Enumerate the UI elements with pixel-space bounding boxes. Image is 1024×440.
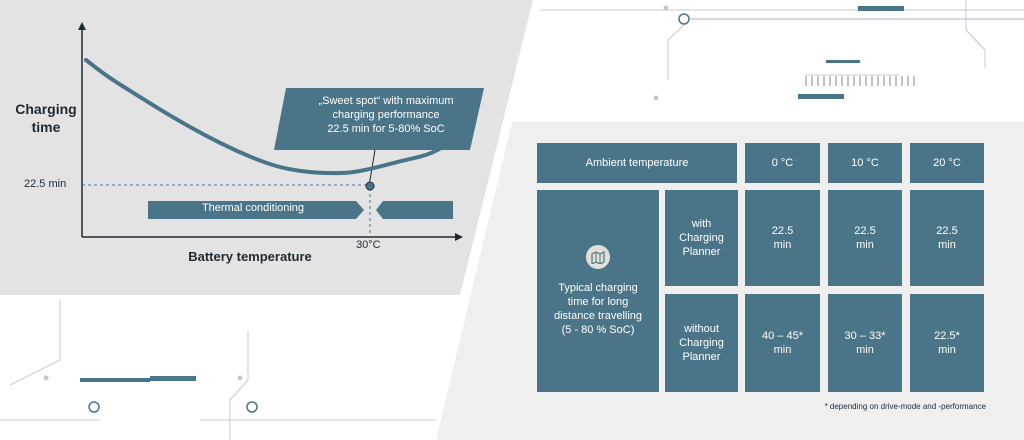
hatch-marks — [805, 76, 915, 86]
x-tick-label: 30°C — [356, 239, 381, 251]
thermal-conditioning-label: Thermal conditioning — [201, 202, 305, 214]
chart-panel — [0, 0, 533, 295]
header-temp-label: 20 °C — [933, 157, 961, 169]
table-cell: 22.5* min — [910, 294, 984, 392]
table-cell: 40 – 45* min — [745, 294, 820, 392]
table-cell: 22.5 min — [828, 190, 902, 286]
header-ambient-temperature: Ambient temperature — [537, 143, 737, 183]
header-temp-0: 0 °C — [745, 143, 820, 183]
cell-value: 40 – 45* min — [762, 330, 803, 356]
thermal-bar-left — [148, 201, 364, 219]
table-cell: 22.5 min — [910, 190, 984, 286]
header-temp-10: 10 °C — [828, 143, 902, 183]
row-label-typical-charging-time: Typical charging time for long distance … — [537, 190, 659, 392]
header-temp-label: 10 °C — [851, 157, 879, 169]
header-ambient-label: Ambient temperature — [585, 157, 689, 169]
footnote: * depending on drive-mode and -performan… — [824, 402, 986, 411]
sub-row-without-planner: without Charging Planner — [665, 294, 738, 392]
sub-row-with-planner: with Charging Planner — [665, 190, 738, 286]
thermal-bar-right — [376, 201, 453, 219]
cell-value: 30 – 33* min — [844, 330, 886, 356]
callout-line-3: 22.5 min for 5-80% SoC — [327, 123, 445, 135]
sweet-spot-marker — [365, 181, 375, 191]
header-temp-20: 20 °C — [910, 143, 984, 183]
cell-value: 22.5 min — [936, 225, 958, 251]
callout-line-2: charging performance — [332, 109, 440, 121]
charging-time-chart — [78, 22, 484, 241]
x-axis-label: Battery temperature — [188, 249, 312, 264]
cell-value: 22.5* min — [934, 330, 960, 356]
x-axis-arrow — [455, 233, 463, 241]
callout-box — [274, 88, 484, 150]
cell-value: 22.5 min — [771, 225, 794, 251]
charging-time-curve — [84, 58, 445, 176]
header-temp-label: 0 °C — [771, 157, 794, 169]
y-axis-arrow — [78, 22, 86, 30]
table-cell: 30 – 33* min — [828, 294, 902, 392]
y-axis-label: Charging time — [15, 101, 77, 135]
cell-value: 22.5 min — [854, 225, 876, 251]
map-planner-icon — [586, 245, 610, 269]
row-label-text: Typical charging time for long distance … — [553, 282, 643, 336]
sub-row-label: with Charging Planner — [679, 218, 724, 258]
y-tick-label: 22.5 min — [24, 178, 67, 190]
sweet-spot-callout: „Sweet spot“ with maximum charging perfo… — [290, 94, 482, 136]
callout-line-1: „Sweet spot“ with maximum — [318, 95, 454, 107]
table-cell: 22.5 min — [745, 190, 820, 286]
sub-row-label: without Charging Planner — [679, 323, 724, 363]
